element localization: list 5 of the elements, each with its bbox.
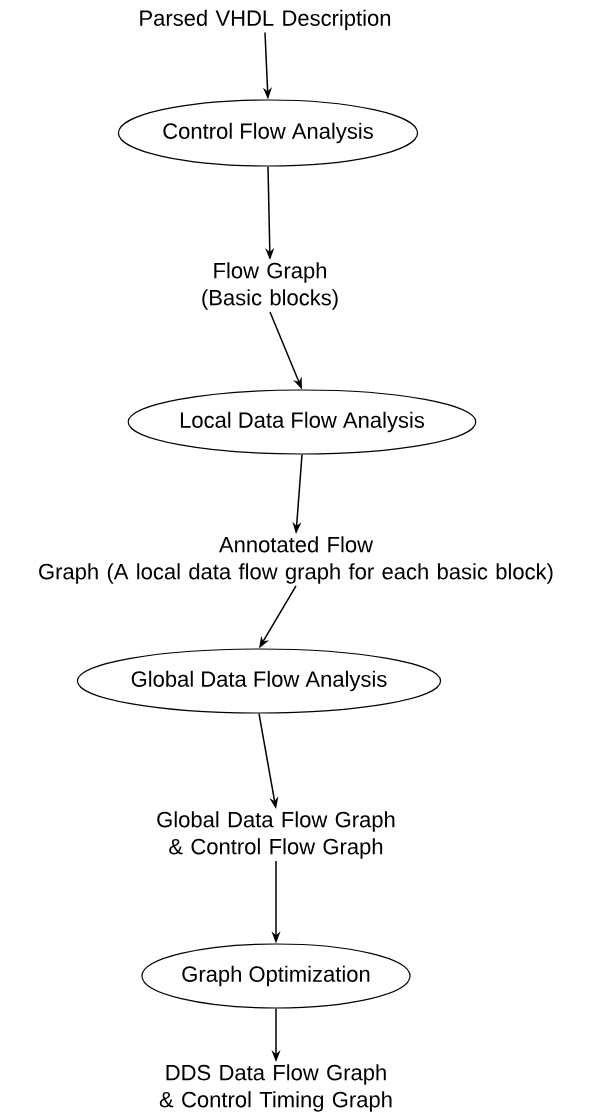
data-label: Parsed VHDL Description — [140, 9, 391, 31]
data-label: Global Data Flow Graph & Control Flow Graph — [157, 811, 395, 859]
data-label: Annotated Flow Graph (A local data flow graph for each basic block) — [39, 536, 553, 584]
data-label: Flow Graph (Basic blocks) — [202, 262, 338, 310]
data-label: DDS Data Flow Graph & Control Timing Graph — [159, 1064, 392, 1112]
